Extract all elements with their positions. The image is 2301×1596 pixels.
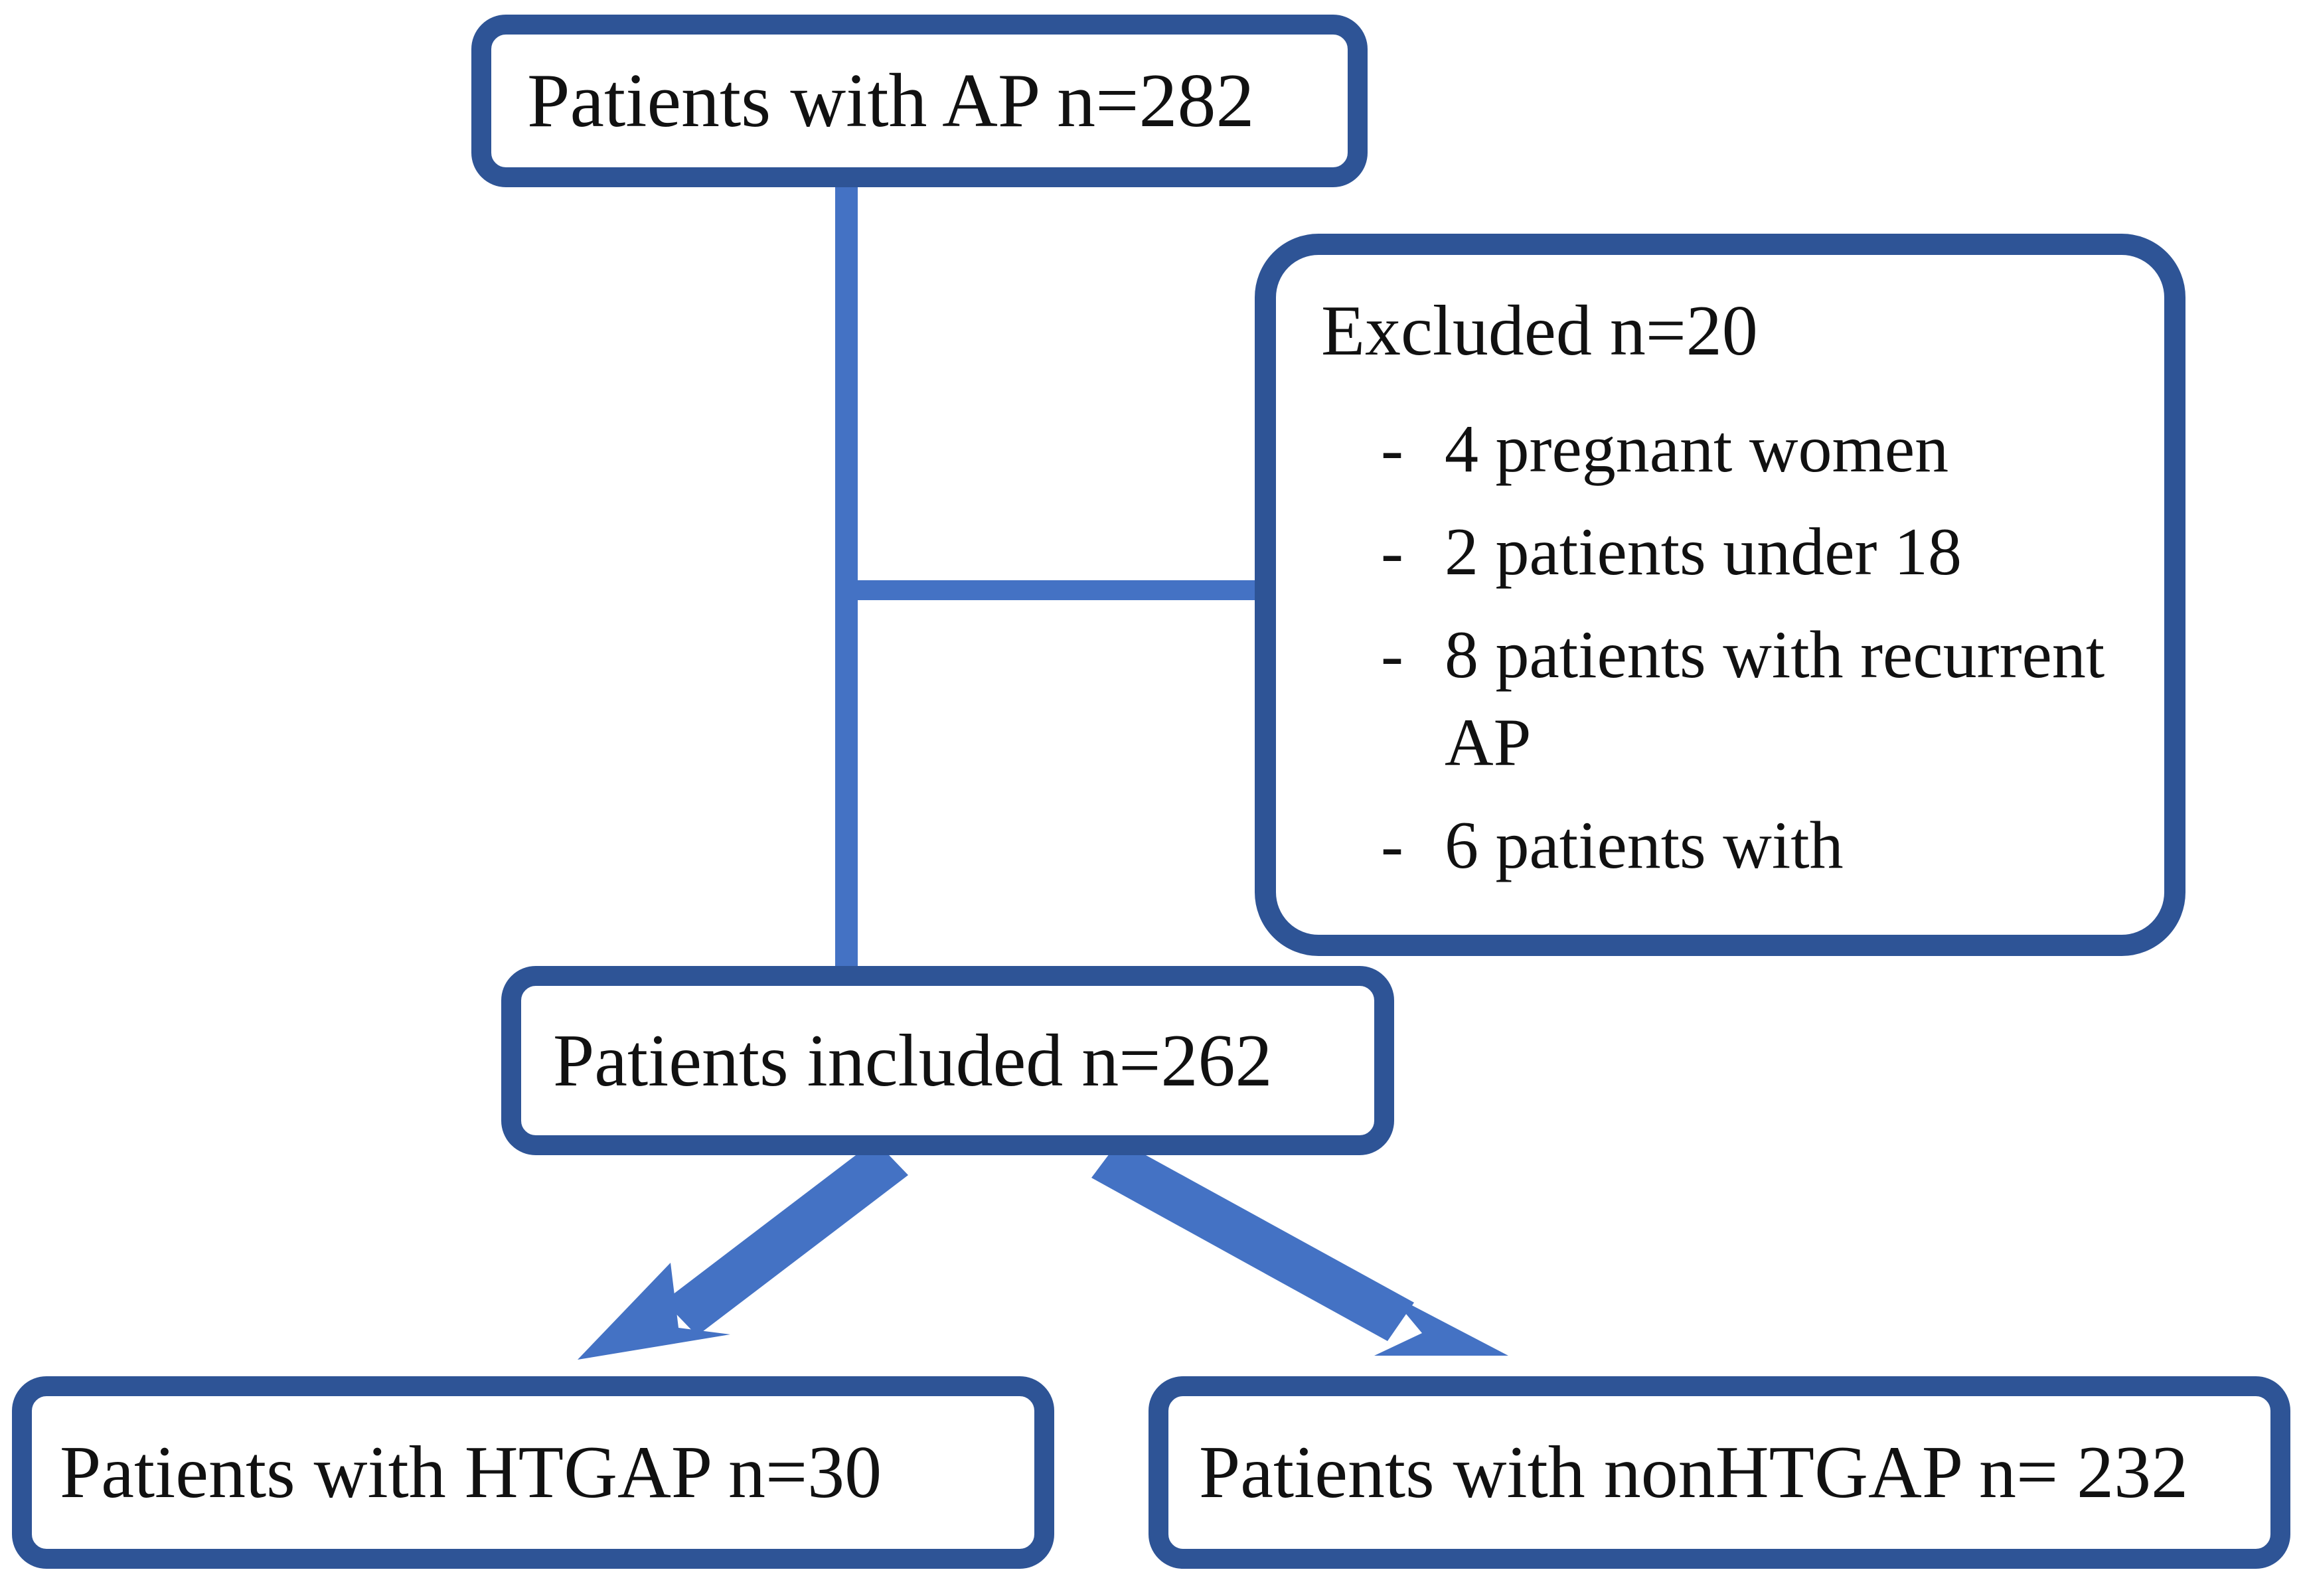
node-patients-htgap: Patients with HTGAP n=30 xyxy=(12,1376,1054,1569)
list-item: - 6 patients with xyxy=(1381,802,2142,890)
node-patients-with-ap-label: Patients with AP n=282 xyxy=(527,58,1255,143)
node-patients-included-label: Patients included n=262 xyxy=(553,1019,1273,1102)
bullet-dash: - xyxy=(1381,617,1403,692)
node-excluded: Excluded n=20 - 4 pregnant women - 2 pat… xyxy=(1255,234,2185,956)
excluded-reason-text: 6 patients with xyxy=(1445,807,1844,883)
arrow-to-htgap xyxy=(578,1141,908,1360)
excluded-reason-text: 8 patients with recurrent AP xyxy=(1445,617,2105,781)
connector-horizontal-branch xyxy=(835,580,1267,600)
list-item: - 2 patients under 18 xyxy=(1381,509,2142,597)
list-item: - 8 patients with recurrent AP xyxy=(1381,611,2142,787)
connector-vertical-line xyxy=(835,179,858,976)
list-item: - 4 pregnant women xyxy=(1381,406,2142,494)
bullet-dash: - xyxy=(1381,412,1403,487)
excluded-reason-list: - 4 pregnant women - 2 patients under 18… xyxy=(1321,406,2142,904)
bullet-dash: - xyxy=(1381,807,1403,883)
node-patients-nonhtgap-label: Patients with nonHTGAP n= 232 xyxy=(1199,1431,2189,1514)
excluded-reason-text: 4 pregnant women xyxy=(1445,412,1949,487)
node-patients-htgap-label: Patients with HTGAP n=30 xyxy=(60,1431,882,1514)
excluded-reason-text: 2 patients under 18 xyxy=(1445,514,1962,590)
arrow-to-nonhtgap xyxy=(1091,1141,1508,1356)
excluded-heading: Excluded n=20 xyxy=(1321,291,1758,370)
node-patients-nonhtgap: Patients with nonHTGAP n= 232 xyxy=(1149,1376,2290,1569)
node-patients-with-ap: Patients with AP n=282 xyxy=(471,15,1368,187)
node-patients-included: Patients included n=262 xyxy=(501,966,1394,1155)
bullet-dash: - xyxy=(1381,514,1403,590)
